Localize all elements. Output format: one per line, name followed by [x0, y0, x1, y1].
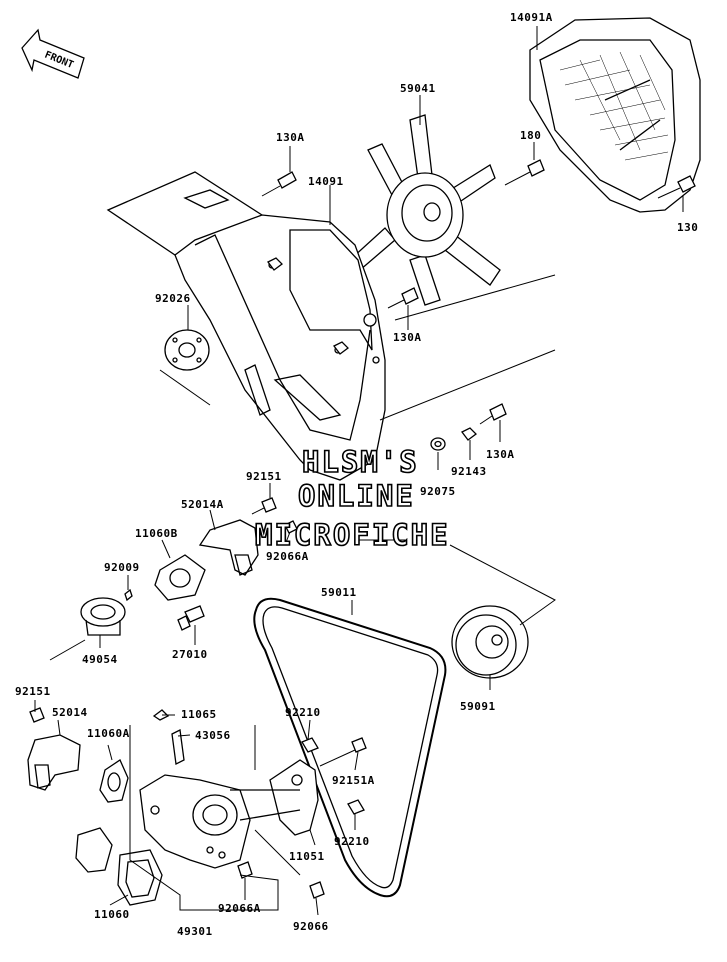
label-92143: 92143 — [451, 465, 487, 478]
bolt-130A-mid-part — [387, 287, 419, 309]
label-11060A: 11060A — [87, 727, 130, 740]
label-92026: 92026 — [155, 292, 191, 305]
leader-lines — [34, 26, 684, 916]
nut-92066A-part — [237, 861, 253, 879]
watermark-line-2: ONLINE — [298, 479, 415, 513]
spacer-part — [164, 329, 210, 371]
label-92066A-1: 92066A — [266, 550, 309, 563]
bolt-43056-part — [171, 729, 185, 765]
water-outlet-upper-part — [198, 497, 298, 576]
gasket-11060-part — [75, 827, 163, 906]
label-14091A: 14091A — [510, 11, 553, 24]
label-59091: 59091 — [460, 700, 496, 713]
watermark: HLSM'S ONLINE MICROFICHE — [254, 444, 450, 553]
label-130A-1: 130A — [276, 131, 305, 144]
fan-shroud-part — [529, 17, 701, 213]
label-43056: 43056 — [195, 729, 231, 742]
label-27010: 27010 — [172, 648, 208, 661]
label-92151-1: 92151 — [246, 470, 282, 483]
label-92075: 92075 — [420, 485, 456, 498]
label-52014A: 52014A — [181, 498, 224, 511]
label-59041: 59041 — [400, 82, 436, 95]
belt-guard-part — [106, 171, 386, 481]
front-arrow-icon: FRONT — [21, 28, 85, 79]
bolt-130A-right-part — [479, 403, 507, 425]
cooling-fan-part — [351, 114, 501, 306]
water-outlet-lower-part — [27, 707, 81, 791]
thermostat-part — [80, 588, 133, 636]
label-92151-2: 92151 — [15, 685, 51, 698]
nut-92210-lower-part — [347, 799, 365, 815]
temp-sensor-part — [177, 605, 205, 631]
label-130A-3: 130A — [486, 448, 515, 461]
nut-92210-upper-part — [301, 737, 319, 753]
label-11051: 11051 — [289, 850, 325, 863]
label-92210-2: 92210 — [334, 835, 370, 848]
watermark-line-3: MICROFICHE — [255, 518, 450, 552]
label-14091: 14091 — [308, 175, 344, 188]
bolt-130A-upper-part — [261, 171, 297, 197]
cap-11065-part — [152, 709, 170, 721]
plug-92066-part — [309, 881, 325, 899]
label-92066: 92066 — [293, 920, 329, 933]
gasket-11060B-part — [154, 554, 206, 601]
label-180: 180 — [520, 129, 541, 142]
label-11060: 11060 — [94, 908, 130, 921]
bolt-130-part — [657, 175, 696, 199]
pulley-part — [451, 605, 529, 679]
v-belt-part — [253, 597, 447, 898]
label-11065: 11065 — [181, 708, 217, 721]
nut-92143-part — [461, 427, 477, 441]
watermark-line-1: HLSM'S — [302, 445, 419, 479]
label-11060B: 11060B — [135, 527, 178, 540]
label-92009: 92009 — [104, 561, 140, 574]
bolt-92151A-part — [319, 737, 367, 767]
label-92066A-2: 92066A — [218, 902, 261, 915]
label-49301: 49301 — [177, 925, 213, 938]
label-92151A: 92151A — [332, 774, 375, 787]
bolt-180-part — [504, 159, 545, 186]
gasket-11060A-part — [99, 759, 129, 803]
nut-belt-guard-part — [267, 257, 349, 355]
label-52014: 52014 — [52, 706, 88, 719]
water-pump-part — [139, 759, 319, 869]
label-130A-2: 130A — [393, 331, 422, 344]
label-49054: 49054 — [82, 653, 118, 666]
label-59011: 59011 — [321, 586, 357, 599]
label-92210-1: 92210 — [285, 706, 321, 719]
washer-92075-part — [430, 437, 446, 451]
label-130-top: 130 — [677, 221, 698, 234]
